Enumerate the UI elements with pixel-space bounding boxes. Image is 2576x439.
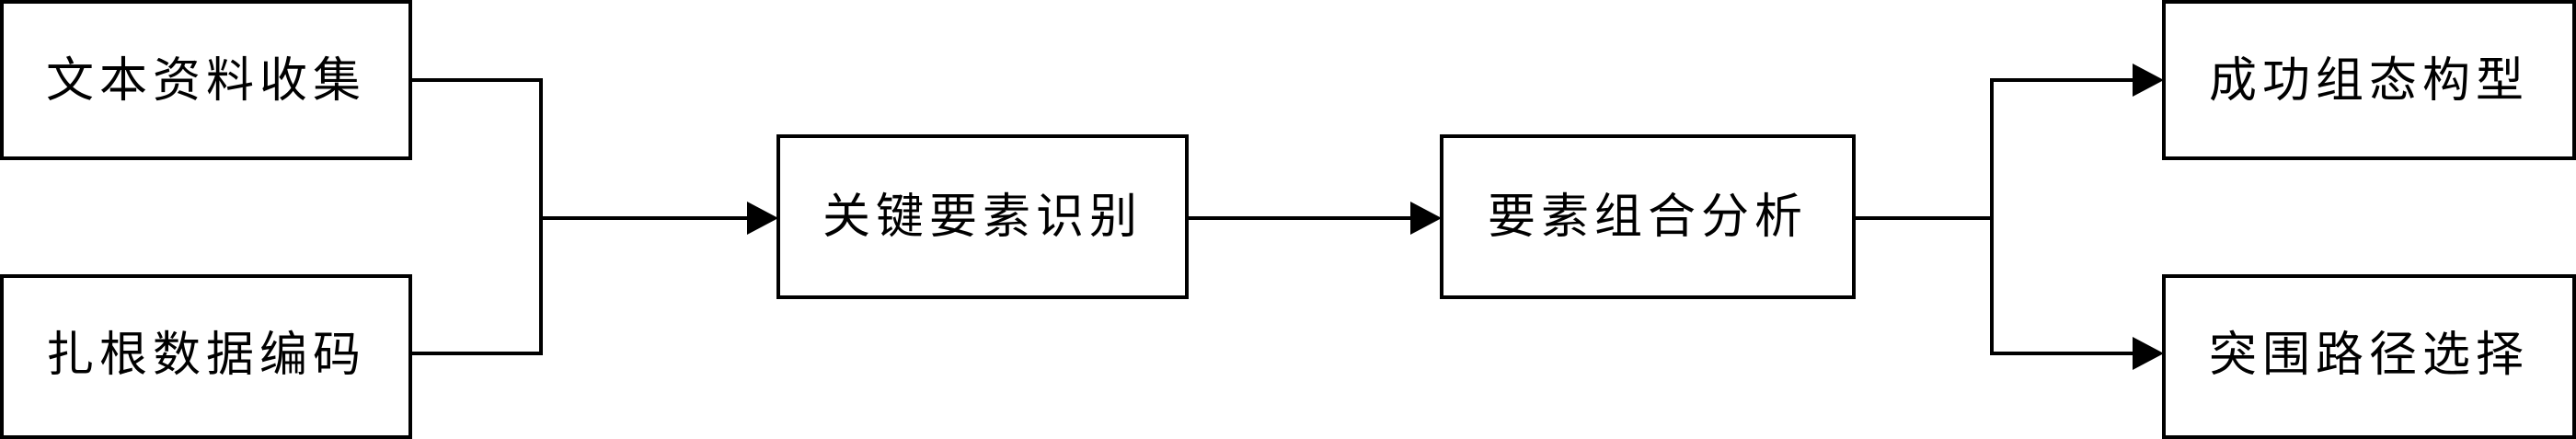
split-connector (1990, 78, 2133, 355)
node-key-elements: 关键要素识别 (776, 134, 1189, 299)
node-grounded-coding-label: 扎根数据编码 (46, 328, 366, 383)
node-key-elements-label: 关键要素识别 (822, 190, 1143, 245)
node-breakthrough-path-label: 突围路径选择 (2209, 328, 2529, 383)
node-text-collection-label: 文本资料收集 (46, 53, 366, 109)
node-combination-analysis: 要素组合分析 (1440, 134, 1856, 299)
arrow-to-key-elements-head (747, 202, 778, 235)
node-grounded-coding: 扎根数据编码 (0, 274, 412, 439)
node-success-config-box (2162, 0, 2576, 160)
node-combination-analysis-label: 要素组合分析 (1488, 190, 1808, 245)
node-success-config-label: 成功组态构型 (2209, 53, 2529, 109)
node-grounded-coding-box (0, 274, 412, 439)
arrow-to-success-head (2133, 64, 2164, 97)
node-text-collection-box (0, 0, 412, 160)
merge-connector (410, 78, 543, 355)
arrow-to-breakthrough-head (2133, 337, 2164, 370)
node-key-elements-box (776, 134, 1189, 299)
arrow-to-combination-head (1410, 202, 1442, 235)
node-success-config: 成功组态构型 (2162, 0, 2576, 160)
node-combination-analysis-box (1440, 134, 1856, 299)
node-breakthrough-path-box (2162, 274, 2576, 439)
node-breakthrough-path: 突围路径选择 (2162, 274, 2576, 439)
node-text-collection: 文本资料收集 (0, 0, 412, 160)
